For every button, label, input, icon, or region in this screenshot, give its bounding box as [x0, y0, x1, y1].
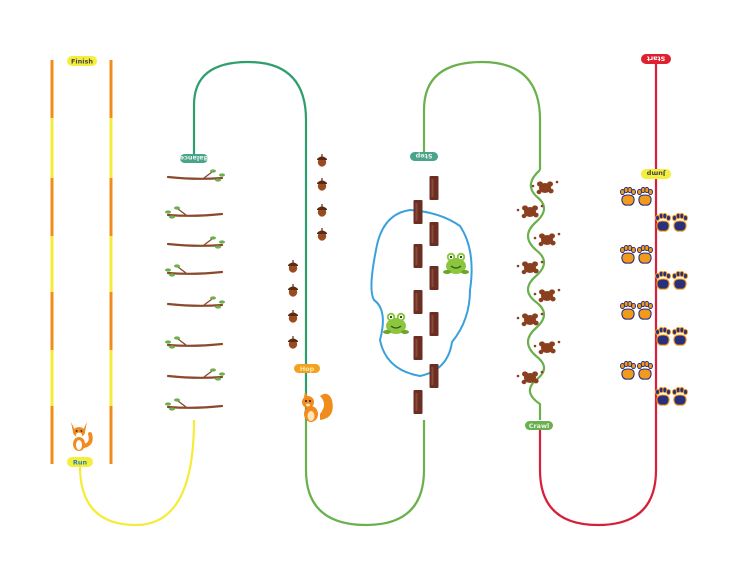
log-icon	[413, 244, 423, 268]
paw-print-icon	[619, 186, 637, 206]
balance-label: Balance	[179, 154, 208, 163]
branch-icon	[163, 205, 224, 220]
path-green-arch	[422, 60, 542, 170]
step-label: Step	[410, 152, 438, 161]
paw-print-icon	[636, 360, 654, 380]
paw-group	[619, 186, 689, 406]
branch-icon	[163, 263, 224, 278]
pond-outline	[370, 208, 473, 378]
paw-print-icon	[654, 326, 672, 346]
branch-row	[163, 168, 227, 412]
branch-icon	[166, 168, 227, 183]
paw-print-icon	[654, 386, 672, 406]
branch-icon	[163, 397, 224, 412]
log-icon	[413, 390, 423, 414]
hop-label: Hop	[294, 364, 320, 373]
branch-icon	[166, 295, 227, 310]
paw-print-icon	[619, 244, 637, 264]
paw-print-icon	[671, 270, 689, 290]
log-icon	[429, 222, 439, 246]
acorn-icon	[317, 204, 327, 217]
branch-icon	[166, 367, 227, 382]
squirrel-icon	[302, 392, 333, 422]
path-crawl-wave	[526, 169, 546, 420]
acorn-icon	[288, 284, 298, 297]
frog-icon	[382, 312, 410, 335]
paw-print-icon	[671, 212, 689, 232]
acorn-group	[288, 154, 327, 349]
log-icon	[429, 176, 439, 200]
paw-print-icon	[654, 212, 672, 232]
branch-icon	[166, 235, 227, 250]
svg-text:Finish: Finish	[71, 58, 93, 66]
paw-print-icon	[671, 386, 689, 406]
svg-text:Hop: Hop	[300, 365, 315, 373]
svg-text:Run: Run	[73, 459, 88, 467]
paw-print-icon	[654, 270, 672, 290]
mud-group	[516, 180, 561, 385]
log-icon	[429, 312, 439, 336]
svg-text:Crawl: Crawl	[529, 422, 550, 430]
path-connector-1	[78, 419, 196, 527]
mud-splat-icon	[531, 180, 559, 195]
mud-splat-icon	[533, 288, 561, 303]
log-icon	[413, 290, 423, 314]
run-lane	[50, 60, 113, 464]
svg-text:Step: Step	[415, 152, 432, 160]
acorn-icon	[317, 154, 327, 167]
path-connector-2	[304, 420, 426, 527]
jump-label: Jump	[641, 169, 671, 179]
fox-icon	[71, 422, 93, 451]
mud-splat-icon	[533, 232, 561, 247]
path-teal-arch	[192, 60, 308, 420]
path-red-start	[538, 60, 658, 527]
paw-print-icon	[636, 244, 654, 264]
acorn-icon	[288, 310, 298, 323]
svg-text:Balance: Balance	[179, 154, 208, 162]
log-icon	[413, 336, 423, 360]
acorn-icon	[288, 336, 298, 349]
log-icon	[429, 364, 439, 388]
run-label: Run	[67, 457, 93, 467]
start-label: Start	[641, 54, 671, 64]
svg-text:Start: Start	[647, 55, 666, 63]
frog-icon	[442, 252, 470, 275]
crawl-label: Crawl	[525, 421, 553, 430]
svg-text:Jump: Jump	[646, 170, 666, 178]
acorn-icon	[317, 228, 327, 241]
paw-print-icon	[636, 300, 654, 320]
branch-icon	[163, 335, 224, 350]
paw-print-icon	[671, 326, 689, 346]
mud-splat-icon	[533, 340, 561, 355]
paw-print-icon	[619, 300, 637, 320]
acorn-icon	[288, 260, 298, 273]
log-icon	[429, 266, 439, 290]
log-icon	[413, 200, 423, 224]
acorn-icon	[317, 178, 327, 191]
mud-splat-icon	[516, 204, 544, 219]
finish-label: Finish	[67, 56, 97, 66]
paw-print-icon	[636, 186, 654, 206]
paw-print-icon	[619, 360, 637, 380]
